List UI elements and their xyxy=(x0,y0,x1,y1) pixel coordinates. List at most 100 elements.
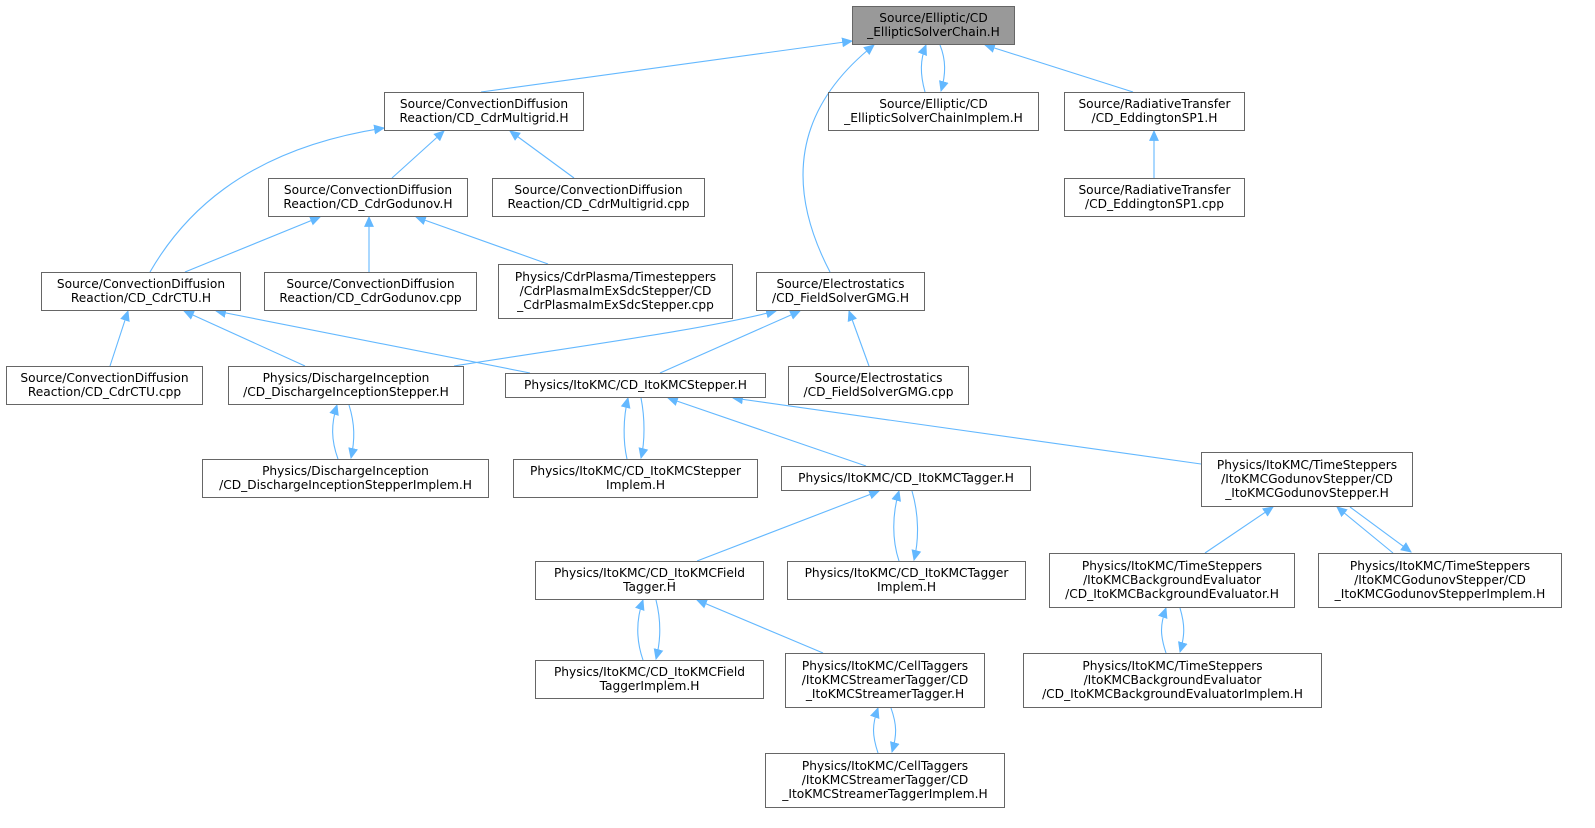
node-label-line: _ItoKMCGodunovStepper.H xyxy=(1224,486,1389,500)
node-label-line: Physics/ItoKMC/TimeSteppers xyxy=(1350,559,1530,573)
node-label-line: Implem.H xyxy=(877,580,936,594)
node-tagger-h[interactable]: Physics/ItoKMC/CD_ItoKMCTagger.H xyxy=(781,466,1031,491)
node-box xyxy=(781,466,1031,491)
node-box xyxy=(788,366,969,405)
edge-field_tagger_implem-to-field_tagger_h xyxy=(635,598,645,661)
node-bg-eval-implem[interactable]: Physics/ItoKMC/TimeSteppers/ItoKMCBackgr… xyxy=(1023,653,1322,708)
node-box xyxy=(264,272,477,311)
node-label-line: Source/Electrostatics xyxy=(814,371,942,385)
edges-layer xyxy=(109,37,1412,754)
node-label-line: /CD_EddingtonSP1.cpp xyxy=(1085,197,1224,211)
node-label-line: _EllipticSolverChain.H xyxy=(866,25,1000,39)
edge-dis_h-to-dis_implem xyxy=(348,404,358,460)
node-box xyxy=(1023,653,1322,708)
node-sp1-h[interactable]: Source/RadiativeTransfer/CD_EddingtonSP1… xyxy=(1064,92,1245,131)
node-label-line: Physics/ItoKMC/CD_ItoKMCStepper xyxy=(530,464,742,478)
node-box xyxy=(1064,92,1245,131)
node-streamer-implem[interactable]: Physics/ItoKMC/CellTaggers/ItoKMCStreame… xyxy=(765,753,1005,808)
node-gmg-cpp[interactable]: Source/Electrostatics/CD_FieldSolverGMG.… xyxy=(788,366,969,405)
node-box xyxy=(228,366,464,405)
node-label-line: Source/Electrostatics xyxy=(776,277,904,291)
edge-godstep_h-to-godstep_implem xyxy=(1349,506,1412,553)
node-label-line: /CdrPlasmaImExSdcStepper/CD xyxy=(520,284,712,298)
node-box xyxy=(756,272,925,311)
node-box xyxy=(505,373,766,398)
node-label-line: /CD_FieldSolverGMG.cpp xyxy=(804,385,954,399)
node-box xyxy=(828,92,1039,131)
edge-streamer_h-to-field_tagger_h xyxy=(695,599,824,654)
node-label-line: _ItoKMCStreamerTagger.H xyxy=(805,687,964,701)
node-box xyxy=(1318,553,1562,608)
node-box xyxy=(513,459,758,498)
node-label-line: /CD_DischargeInceptionStepperImplem.H xyxy=(219,478,472,492)
node-label-line: /ItoKMCStreamerTagger/CD xyxy=(802,673,968,687)
node-label-line: _ItoKMCGodunovStepperImplem.H xyxy=(1334,587,1546,601)
node-label-line: /ItoKMCBackgroundEvaluator xyxy=(1083,573,1262,587)
node-dis-implem[interactable]: Physics/DischargeInception/CD_DischargeI… xyxy=(202,459,489,498)
node-box xyxy=(6,366,203,405)
node-box xyxy=(1064,178,1245,217)
node-cdrmg-h[interactable]: Source/ConvectionDiffusionReaction/CD_Cd… xyxy=(384,92,584,131)
node-godunov-h[interactable]: Source/ConvectionDiffusionReaction/CD_Cd… xyxy=(268,178,468,217)
node-label-line: /CD_EddingtonSP1.H xyxy=(1092,111,1218,125)
node-ito-stepper-h[interactable]: Physics/ItoKMC/CD_ItoKMCStepper.H xyxy=(505,373,766,398)
node-label-line: Physics/ItoKMC/CD_ItoKMCField xyxy=(554,566,745,580)
node-gmg-h[interactable]: Source/Electrostatics/CD_FieldSolverGMG.… xyxy=(756,272,925,311)
edge-bg_eval_h-to-bg_eval_implem xyxy=(1178,607,1188,654)
node-label-line: Reaction/CD_CdrGodunov.H xyxy=(283,197,452,211)
nodes-layer: Source/Elliptic/CD_EllipticSolverChain.H… xyxy=(6,6,1562,808)
node-label-line: Reaction/CD_CdrMultigrid.H xyxy=(400,111,569,125)
node-imex-cpp[interactable]: Physics/CdrPlasma/Timesteppers/CdrPlasma… xyxy=(498,264,733,319)
edge-godunov_h-to-cdrmg_h xyxy=(391,130,445,179)
node-label-line: /CD_FieldSolverGMG.H xyxy=(772,291,909,305)
edge-tagger_h-to-ito_stepper_h xyxy=(666,396,867,467)
node-label-line: Source/Elliptic/CD xyxy=(879,97,987,111)
node-label-line: Source/ConvectionDiffusion xyxy=(400,97,568,111)
edge-ito_stepper_h-to-ctu_h xyxy=(214,308,531,374)
edge-dis_h-to-ctu_h xyxy=(182,310,306,367)
node-box xyxy=(268,178,468,217)
node-label-line: /CD_DischargeInceptionStepper.H xyxy=(243,385,449,399)
node-label-line: /ItoKMCBackgroundEvaluator xyxy=(1084,673,1263,687)
node-bg-eval-h[interactable]: Physics/ItoKMC/TimeSteppers/ItoKMCBackgr… xyxy=(1049,553,1295,608)
node-label-line: Source/Elliptic/CD xyxy=(879,11,987,25)
node-root[interactable]: Source/Elliptic/CD_EllipticSolverChain.H xyxy=(852,6,1015,45)
node-label-line: Physics/DischargeInception xyxy=(262,464,429,478)
node-label-line: /ItoKMCGodunovStepper/CD xyxy=(1354,573,1526,587)
edge-ito_stepper_implem-to-ito_stepper_h xyxy=(620,396,631,460)
node-box xyxy=(852,6,1015,45)
node-label-line: Physics/ItoKMC/TimeSteppers xyxy=(1217,458,1397,472)
node-box xyxy=(384,92,584,131)
edge-ctu_h-to-cdrmg_h xyxy=(149,124,386,273)
node-godunov-cpp[interactable]: Source/ConvectionDiffusionReaction/CD_Cd… xyxy=(264,272,477,311)
edge-gmg_h-to-root xyxy=(802,44,875,273)
node-box xyxy=(498,264,733,319)
edge-field_tagger_h-to-field_tagger_implem xyxy=(653,599,664,661)
node-label-line: /CD_ItoKMCBackgroundEvaluatorImplem.H xyxy=(1042,687,1303,701)
node-label-line: Implem.H xyxy=(606,478,665,492)
node-godstep-implem[interactable]: Physics/ItoKMC/TimeSteppers/ItoKMCGoduno… xyxy=(1318,553,1562,608)
node-label-line: /CD_ItoKMCBackgroundEvaluator.H xyxy=(1065,587,1279,601)
node-label-line: Source/ConvectionDiffusion xyxy=(20,371,188,385)
edge-sp1_h-to-root xyxy=(983,43,1134,93)
node-label-line: Physics/DischargeInception xyxy=(263,371,430,385)
node-label-line: /ItoKMCStreamerTagger/CD xyxy=(802,773,968,787)
node-sp1-cpp[interactable]: Source/RadiativeTransfer/CD_EddingtonSP1… xyxy=(1064,178,1245,217)
node-godstep-h[interactable]: Physics/ItoKMC/TimeSteppers/ItoKMCGoduno… xyxy=(1201,452,1413,507)
node-ctu-cpp[interactable]: Source/ConvectionDiffusionReaction/CD_Cd… xyxy=(6,366,203,405)
node-ctu-h[interactable]: Source/ConvectionDiffusionReaction/CD_Cd… xyxy=(41,272,241,311)
node-streamer-h[interactable]: Physics/ItoKMC/CellTaggers/ItoKMCStreame… xyxy=(785,653,985,708)
node-cdrmg-cpp[interactable]: Source/ConvectionDiffusionReaction/CD_Cd… xyxy=(492,178,705,217)
edge-gmg_cpp-to-gmg_h xyxy=(847,309,870,367)
node-field-tagger-implem[interactable]: Physics/ItoKMC/CD_ItoKMCFieldTaggerImple… xyxy=(535,660,764,699)
node-box xyxy=(1049,553,1295,608)
edge-imex_cpp-to-godunov_h xyxy=(414,215,549,265)
node-chainimplem[interactable]: Source/Elliptic/CD_EllipticSolverChainIm… xyxy=(828,92,1039,131)
node-label-line: Reaction/CD_CdrCTU.cpp xyxy=(28,385,181,399)
node-box xyxy=(202,459,489,498)
node-dis-h[interactable]: Physics/DischargeInception/CD_DischargeI… xyxy=(228,366,464,405)
